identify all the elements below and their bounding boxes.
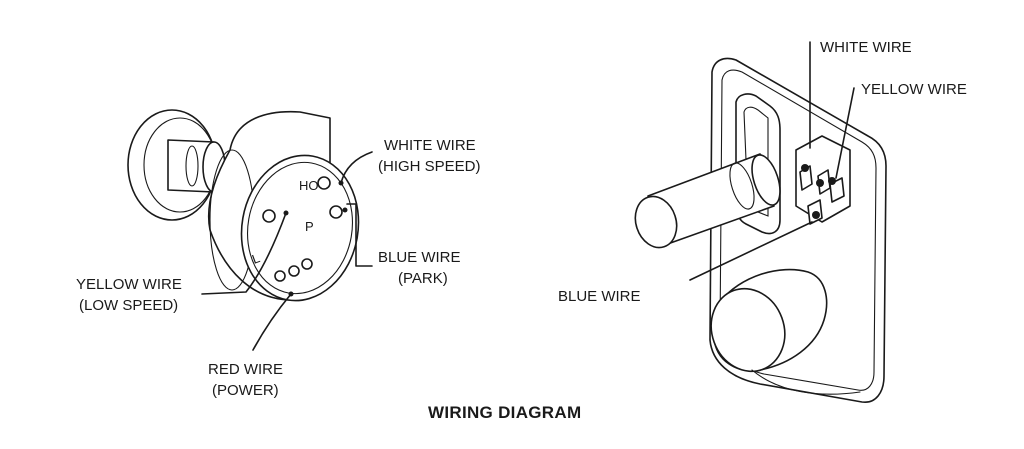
right-blue-wire-label: BLUE WIRE	[558, 288, 641, 305]
left-leader-lines	[201, 151, 373, 351]
left-yellow-wire-line1: YELLOW WIRE	[76, 276, 182, 293]
left-red-wire-line1: RED WIRE	[208, 361, 283, 378]
left-red-wire-label: RED WIRE (POWER)	[208, 361, 287, 399]
diagram-title: WIRING DIAGRAM	[428, 403, 581, 422]
right-yellow-wire-label: YELLOW WIRE	[861, 81, 967, 98]
right-white-wire-label: WHITE WIRE	[820, 39, 912, 56]
left-red-wire-line2: (POWER)	[212, 382, 279, 399]
left-switch-drawing	[127, 109, 360, 302]
left-yellow-wire-label: YELLOW WIRE (LOW SPEED)	[76, 276, 186, 314]
left-yellow-wire-line2: (LOW SPEED)	[79, 297, 178, 314]
left-blue-wire-line2: (PARK)	[398, 270, 448, 287]
pin-label-high: HO	[299, 178, 319, 193]
pin-label-park: P	[305, 219, 314, 234]
right-leader-lines	[689, 41, 855, 281]
left-blue-wire-line1: BLUE WIRE	[378, 249, 461, 266]
left-white-wire-line2: (HIGH SPEED)	[378, 158, 481, 175]
left-blue-wire-label: BLUE WIRE (PARK)	[378, 249, 465, 287]
pin-label-low: L	[250, 250, 262, 267]
left-white-wire-line1: WHITE WIRE	[384, 137, 476, 154]
left-white-wire-label: WHITE WIRE (HIGH SPEED)	[378, 137, 481, 175]
right-switch-drawing	[634, 57, 887, 403]
